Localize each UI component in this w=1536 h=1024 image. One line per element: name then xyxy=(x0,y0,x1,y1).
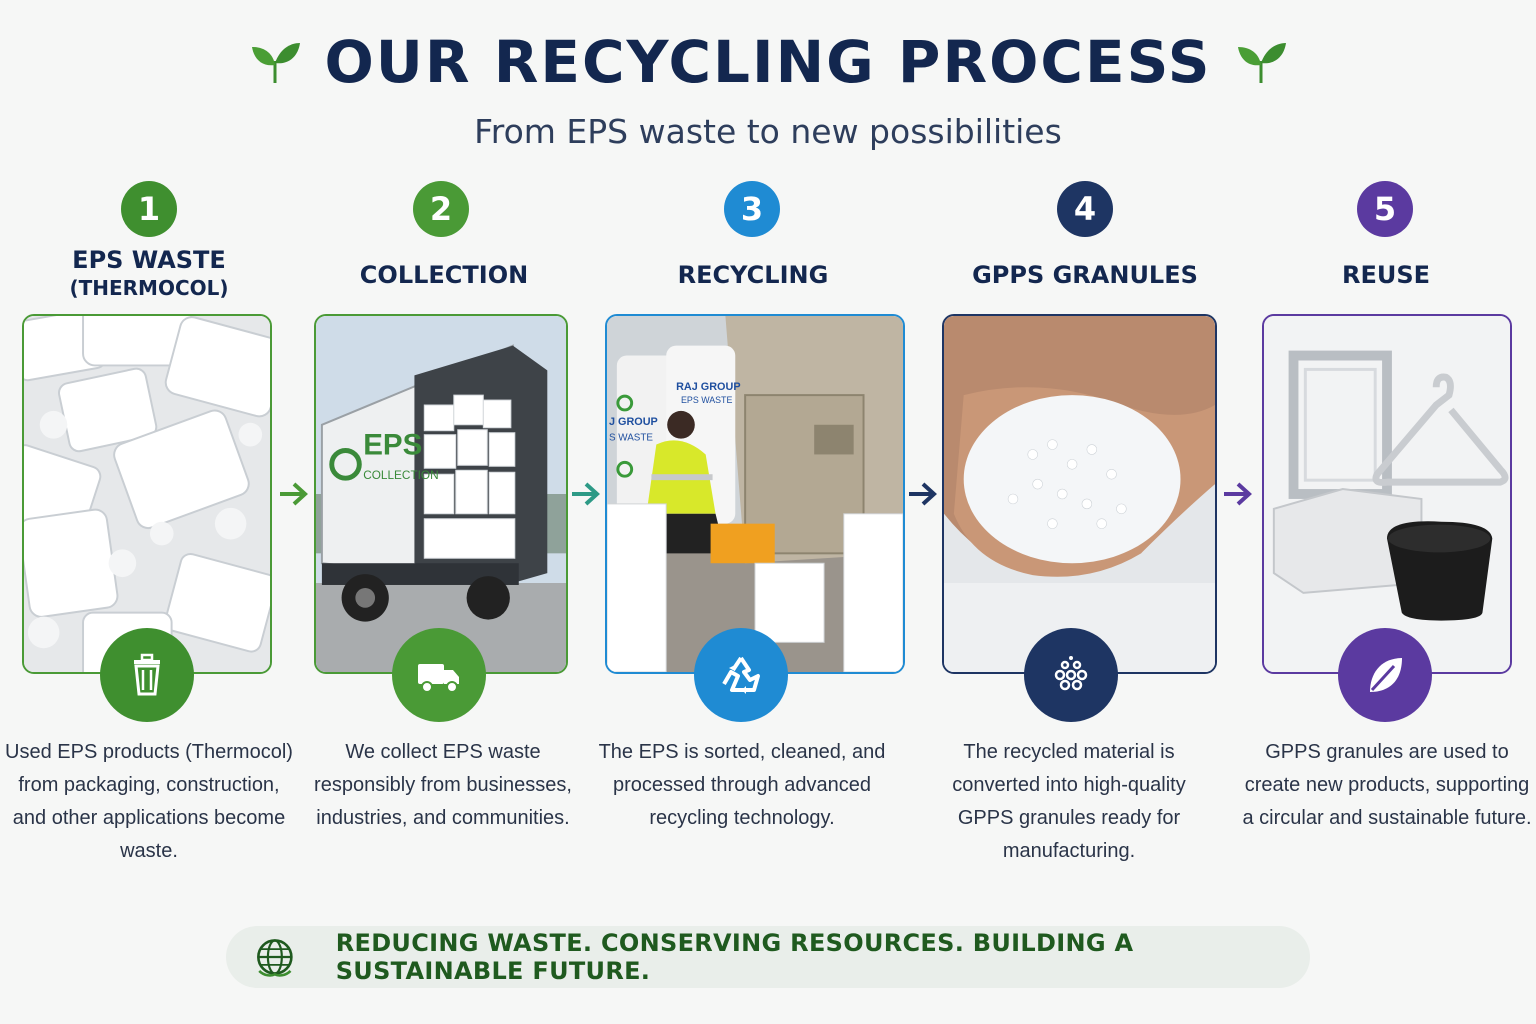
footer-banner: REDUCING WASTE. CONSERVING RESOURCES. BU… xyxy=(226,926,1310,988)
step-3-description: The EPS is sorted, cleaned, and processe… xyxy=(598,741,886,829)
step-1-image-eps-waste xyxy=(22,314,272,674)
recycle-icon xyxy=(694,628,788,722)
arrow-right-icon xyxy=(1224,482,1252,506)
page-title: OUR RECYCLING PROCESS xyxy=(324,28,1212,96)
leaf-sprout-icon xyxy=(252,43,301,84)
step-4-description: The recycled material is converted into … xyxy=(952,741,1186,862)
step-2-description: We collect EPS waste responsibly from bu… xyxy=(314,741,572,829)
bag-label-1-sub: EPS WASTE xyxy=(681,395,732,405)
step-1-title: EPS WASTE (THERMOCOL) xyxy=(0,246,298,300)
step-1-title-main: EPS WASTE xyxy=(72,246,226,274)
step-1-number: 1 xyxy=(121,181,177,237)
step-3-title: RECYCLING xyxy=(677,261,829,289)
truck-label-sub: COLLECTION xyxy=(363,468,438,482)
globe-icon xyxy=(257,939,293,977)
page-subtitle: From EPS waste to new possibilities xyxy=(474,112,1062,151)
step-5-image-reused-products xyxy=(1262,314,1512,674)
step-4-image-gpps-granules xyxy=(942,314,1217,674)
arrow-right-icon xyxy=(572,482,600,506)
step-1-title-sub: (THERMOCOL) xyxy=(69,276,229,300)
step-2-number: 2 xyxy=(413,181,469,237)
bag-label-2: J GROUP xyxy=(609,416,658,428)
leaf-icon xyxy=(1338,628,1432,722)
arrow-right-icon xyxy=(909,482,937,506)
trash-bin-icon xyxy=(100,628,194,722)
step-5-number: 5 xyxy=(1357,181,1413,237)
step-1-description: Used EPS products (Thermocol) from packa… xyxy=(5,741,293,862)
arrow-right-icon xyxy=(280,482,308,506)
truck-icon xyxy=(392,628,486,722)
step-2-image-collection-truck: EPS COLLECTION xyxy=(314,314,568,674)
step-4-title: GPPS GRANULES xyxy=(972,261,1198,289)
footer-tagline: REDUCING WASTE. CONSERVING RESOURCES. BU… xyxy=(335,929,1134,985)
bag-label-2-sub: S WASTE xyxy=(609,433,653,444)
step-2-title: COLLECTION xyxy=(359,261,529,289)
step-3-number: 3 xyxy=(724,181,780,237)
step-4-number: 4 xyxy=(1057,181,1113,237)
step-3-image-recycling-facility: RAJ GROUP EPS WASTE J GROUP S WASTE xyxy=(605,314,905,674)
truck-label: EPS xyxy=(363,428,422,461)
bag-label-1: RAJ GROUP xyxy=(676,381,740,393)
granules-icon xyxy=(1024,628,1118,722)
step-5-description: GPPS granules are used to create new pro… xyxy=(1242,741,1532,829)
step-5-title: REUSE xyxy=(1341,261,1431,289)
title-row: OUR RECYCLING PROCESS xyxy=(0,28,1536,96)
leaf-sprout-icon xyxy=(1237,43,1286,84)
